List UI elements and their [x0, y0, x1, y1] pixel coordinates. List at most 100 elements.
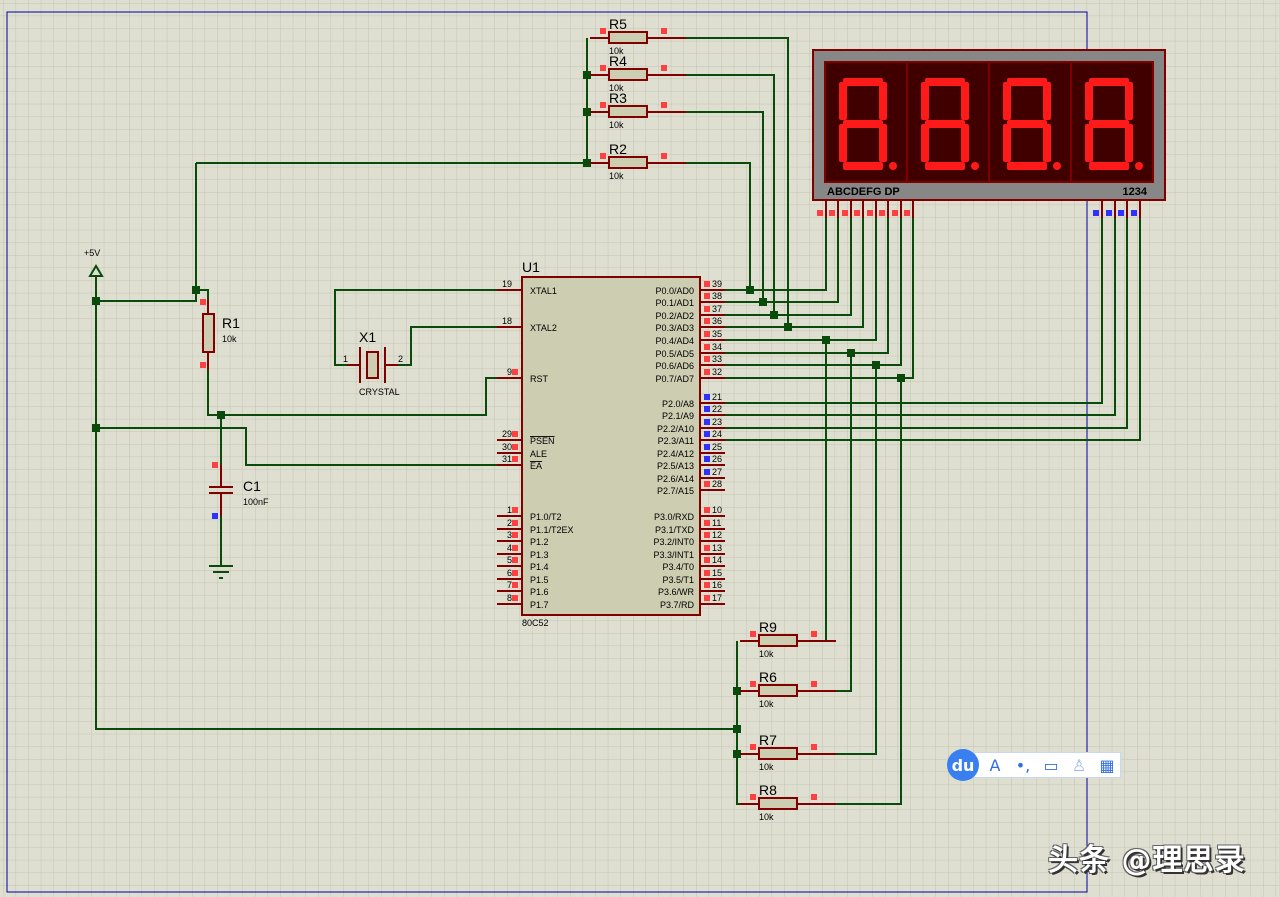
wire[interactable] — [650, 37, 789, 327]
wire[interactable] — [725, 218, 902, 366]
wire[interactable] — [96, 427, 497, 466]
pin-state-high — [661, 102, 667, 108]
junction-dot — [733, 687, 741, 695]
resistor-ref: R3 — [609, 90, 627, 106]
font-icon[interactable]: A — [989, 755, 1001, 775]
segment-c — [1043, 124, 1051, 162]
segment-b — [961, 82, 969, 120]
u1-pin-number: 31 — [502, 454, 512, 464]
grid-icon[interactable]: ▦ — [1099, 755, 1115, 775]
pin-state-high — [704, 356, 710, 362]
wire[interactable] — [836, 365, 877, 755]
u1-pin-name: P0.5/AD5 — [655, 349, 694, 359]
wire[interactable] — [725, 218, 864, 328]
wire[interactable] — [725, 218, 914, 379]
wire[interactable] — [725, 218, 852, 316]
power-5v[interactable]: +5V — [84, 248, 104, 277]
u1-80c52[interactable]: U180C5219XTAL118XTAL29RST29PSEN30ALE31EA… — [497, 259, 725, 628]
u1-pin-name: P0.0/AD0 — [655, 286, 694, 296]
segment-d — [1007, 162, 1047, 170]
pin-state-low — [1106, 210, 1112, 216]
pin-state-high — [600, 65, 606, 71]
pin-state-low — [704, 394, 710, 400]
pin-state-high — [904, 210, 910, 216]
ground-symbol[interactable] — [209, 565, 233, 579]
u1-pin-name: P0.4/AD4 — [655, 336, 694, 346]
u1-pin-name: P1.2 — [530, 537, 549, 547]
u1-pin-name: P2.2/A10 — [657, 424, 694, 434]
wire[interactable] — [650, 111, 764, 302]
wire[interactable] — [207, 370, 497, 416]
wire[interactable] — [650, 74, 775, 315]
wire[interactable] — [736, 641, 740, 805]
segment-e — [839, 124, 847, 162]
u1-pin-number: 37 — [712, 304, 722, 314]
u1-pin-name: P0.7/AD7 — [655, 374, 694, 384]
wire[interactable] — [836, 353, 852, 692]
pin-state-high — [892, 210, 898, 216]
wire[interactable] — [725, 218, 877, 341]
wire[interactable] — [334, 289, 497, 366]
resistor-value: 10k — [759, 762, 774, 772]
u1-pin-name: P3.7/RD — [660, 600, 695, 610]
resistor-body — [202, 313, 215, 353]
wire[interactable] — [725, 218, 1141, 441]
segment-dp — [1053, 162, 1061, 170]
power-arrow-icon — [88, 264, 104, 277]
user-icon[interactable]: ♙ — [1071, 755, 1087, 775]
resistor-ref: R9 — [759, 619, 777, 635]
pin-state-high — [811, 794, 817, 800]
pin-state-high — [512, 582, 518, 588]
pin-state-high — [704, 331, 710, 337]
pin-state-high — [704, 507, 710, 513]
segment-dp — [1135, 162, 1143, 170]
segment-f — [1003, 82, 1011, 120]
segment-dp — [889, 162, 897, 170]
wire[interactable] — [725, 218, 839, 303]
u1-pin-name: P3.1/TXD — [655, 525, 695, 535]
u1-pin-name: P0.2/AD2 — [655, 311, 694, 321]
wire[interactable] — [725, 218, 827, 291]
wire[interactable] — [398, 326, 497, 366]
u1-pin-name: P2.1/A9 — [662, 411, 694, 421]
wire[interactable] — [725, 218, 1116, 416]
segment-a — [925, 78, 965, 86]
pin-state-high — [704, 306, 710, 312]
u1-pin-name: P3.0/RXD — [654, 512, 695, 522]
segment-a — [1007, 78, 1047, 86]
punctuation-icon[interactable]: •, — [1015, 755, 1031, 775]
resistor-body — [608, 31, 648, 44]
pin-state-high — [704, 318, 710, 324]
u1-pin-number: 19 — [502, 279, 512, 289]
segment-a — [1089, 78, 1129, 86]
pin-state-high — [512, 570, 518, 576]
pin-state-low — [704, 444, 710, 450]
pin-state-high — [704, 481, 710, 487]
pin-state-high — [600, 28, 606, 34]
wire[interactable] — [96, 163, 197, 302]
u1-pin-number: 16 — [712, 580, 722, 590]
cup-icon[interactable]: ▭ — [1043, 755, 1059, 775]
wire[interactable] — [725, 218, 889, 354]
pin-state-high — [811, 744, 817, 750]
watermark: 头条 @理思录 — [1048, 843, 1246, 878]
resistor-body — [608, 105, 648, 118]
u1-pin-number: 22 — [712, 404, 722, 414]
wire[interactable] — [836, 378, 902, 805]
pin-state-high — [750, 794, 756, 800]
wire[interactable] — [725, 218, 1128, 429]
baidu-logo-icon[interactable]: du — [947, 749, 979, 781]
